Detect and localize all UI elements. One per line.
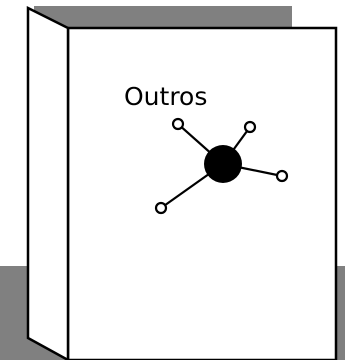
hub-center [204, 145, 242, 183]
folder-caption: Outros [124, 84, 207, 109]
hub-node [245, 122, 255, 132]
hub-node [173, 119, 183, 129]
hub-node [277, 171, 287, 181]
folder-left-flap [28, 8, 68, 360]
folder-front-page [68, 28, 336, 360]
hub-node [156, 203, 166, 213]
